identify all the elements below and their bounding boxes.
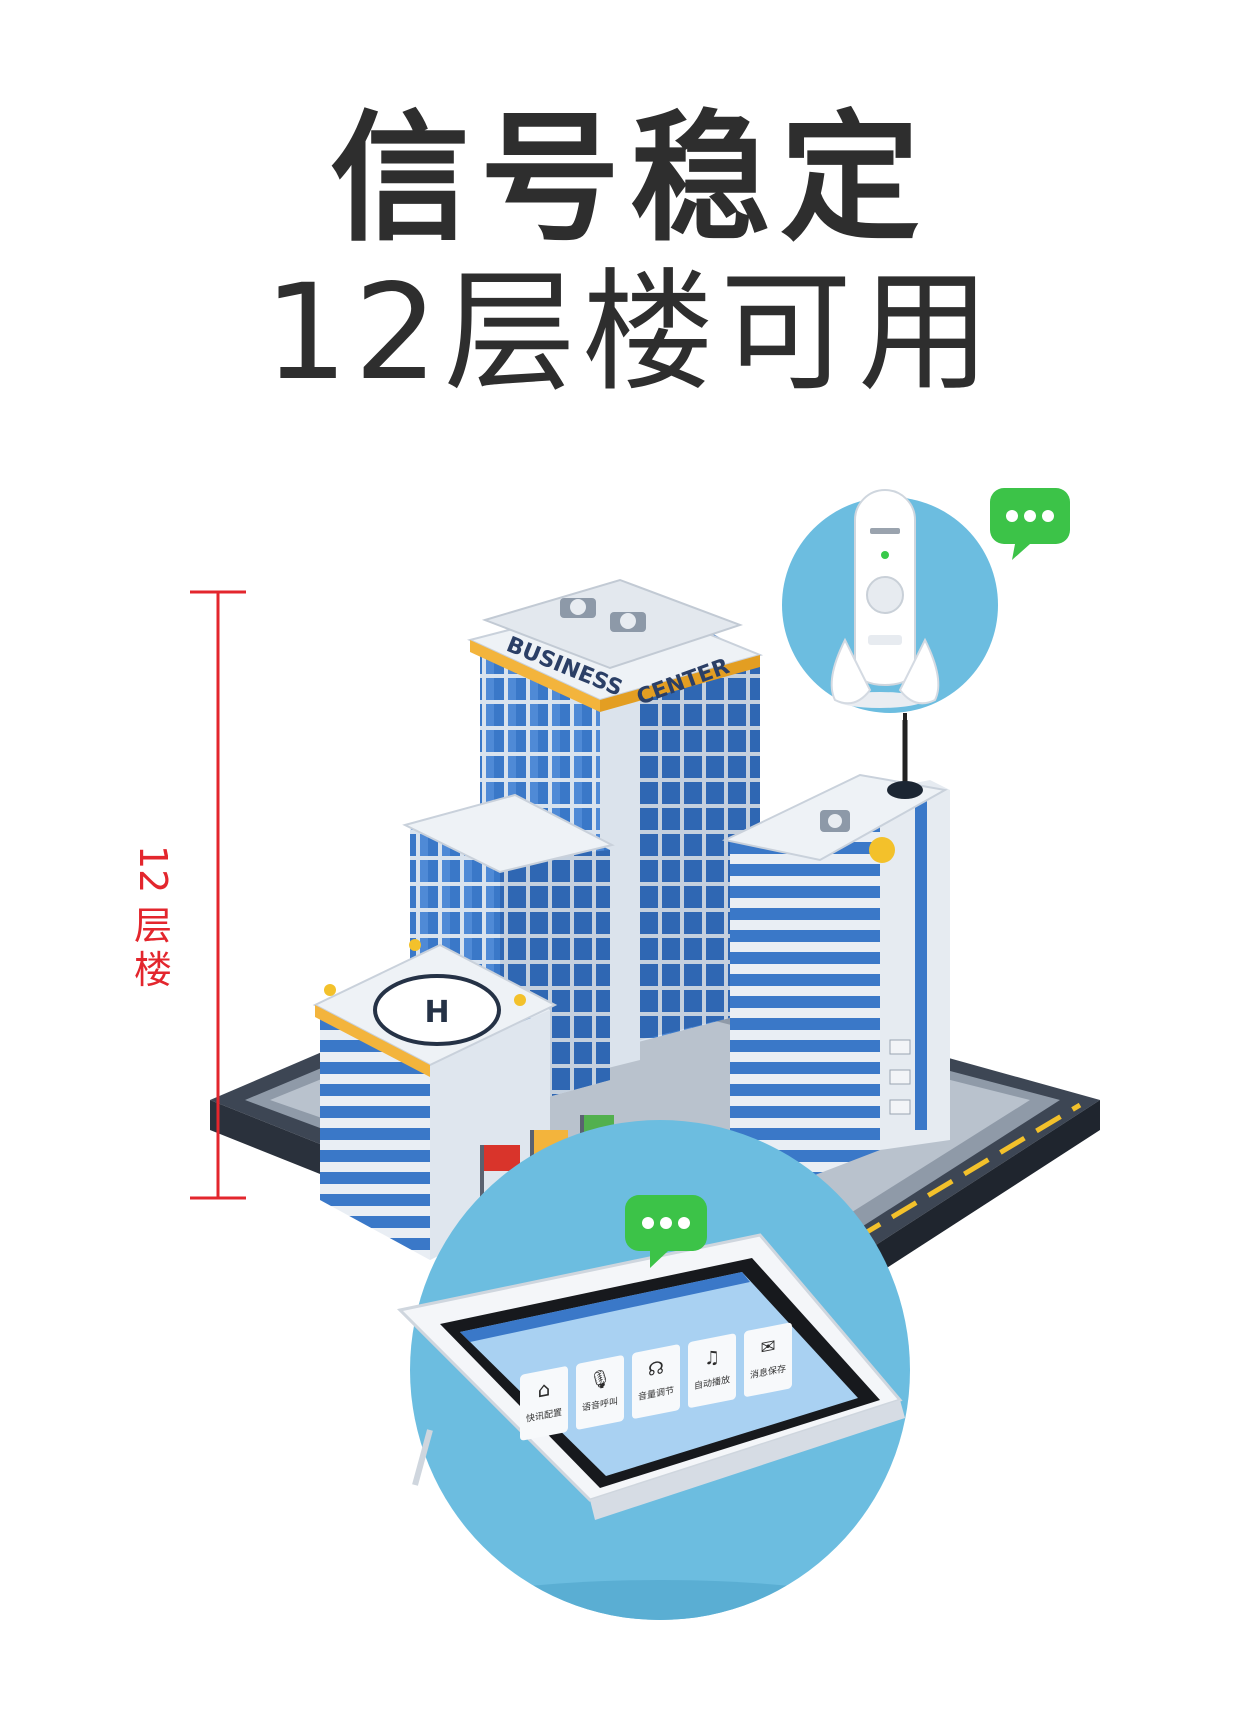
tablet-tile-5: ✉ 消息保存	[744, 1322, 792, 1397]
tablet-tile-3: ☊ 音量调节	[632, 1344, 680, 1419]
floor-count-char-2: 楼	[133, 948, 172, 993]
music-note-icon: ♫	[704, 1346, 720, 1370]
tablet-tile-2: 🎙 语音呼叫	[576, 1355, 624, 1430]
helipad-h: H	[424, 995, 449, 1030]
tablet-tile-1: ⌂ 快讯配置	[520, 1366, 568, 1441]
chat-bubble-icon	[625, 1195, 707, 1268]
microphone-icon: 🎙	[589, 1367, 612, 1392]
headline-line-1: 信号稳定	[329, 98, 930, 261]
message-icon: ✉	[760, 1335, 775, 1359]
home-icon: ⌂	[538, 1376, 551, 1402]
floor-count-number: 12	[131, 845, 175, 894]
tablet-tile-4: ♫ 自动播放	[688, 1333, 736, 1408]
height-ruler	[190, 590, 246, 1200]
floor-count-char-1: 层	[133, 904, 172, 949]
headphones-icon: ☊	[648, 1357, 664, 1381]
helipad-building: H	[312, 939, 614, 1260]
receiver-device-circle	[782, 489, 998, 725]
tablet-ui: ⌂ 快讯配置 🎙 语音呼叫 ☊ 音量调节 ♫ 自动播放 ✉ 消息保存	[520, 1322, 792, 1441]
headline-line-2: 12层楼可用	[264, 256, 996, 410]
chat-bubble-icon	[990, 488, 1070, 560]
right-building	[721, 720, 950, 1200]
floor-count-label: 12 层 楼	[118, 845, 188, 992]
